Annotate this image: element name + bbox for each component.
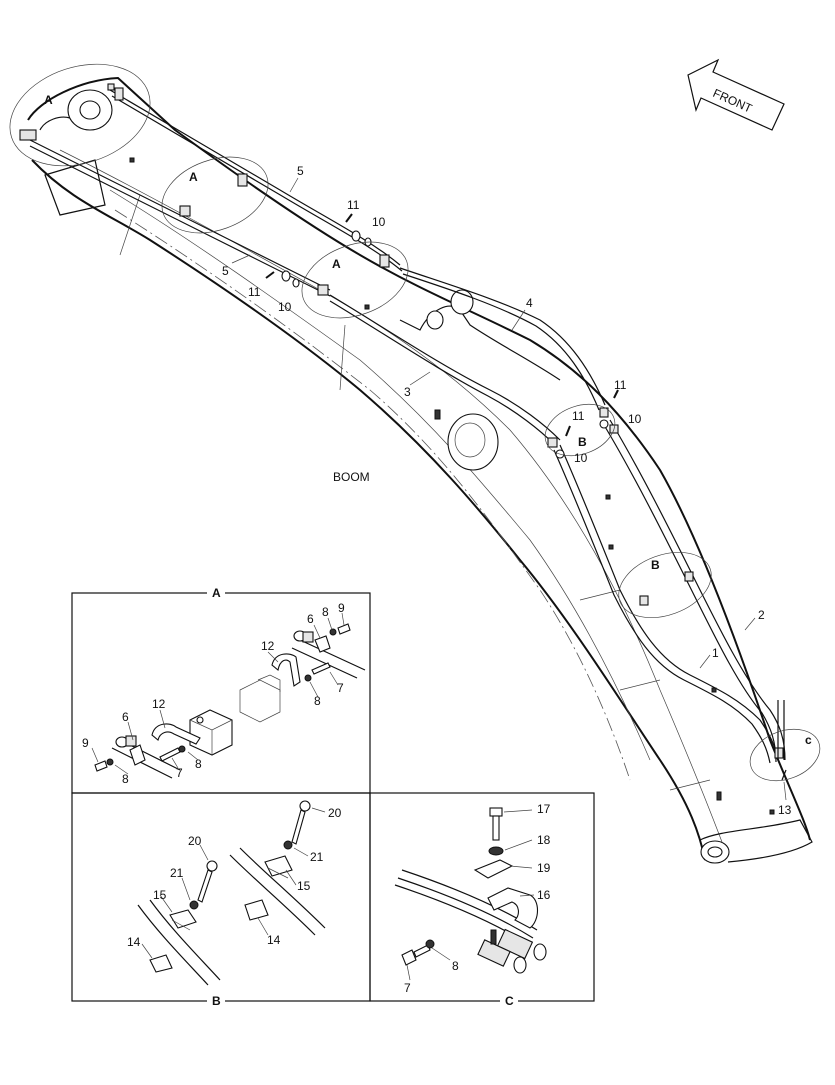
callout-10-c: 10 [628,412,642,426]
callout-5-upper: 5 [297,164,304,178]
ref-a-3: A [332,257,341,271]
detail-ref-ellipses [9,63,821,782]
detail-frames [71,585,595,1008]
c-label-7: 7 [404,981,411,995]
b-label-14: 14 [127,935,141,949]
detail-a-drawing [91,612,366,779]
callout-11-a: 11 [347,198,360,212]
a-label-9: 9 [82,736,89,750]
b-label-21b: 21 [310,850,324,864]
ref-a-2: A [189,170,198,184]
c-label-8: 8 [452,959,459,973]
a-label-8d: 8 [314,694,321,708]
callout-11-b: 11 [248,285,261,299]
c-label-17: 17 [537,802,551,816]
a-label-7b: 7 [337,681,344,695]
detail-b-labels: 20 21 15 14 20 21 15 14 [127,806,342,949]
a-label-7: 7 [176,766,183,780]
ref-a-1: A [44,93,53,107]
callout-5-lower: 5 [222,264,229,278]
detail-c-title: C [505,994,514,1008]
callout-4: 4 [526,296,533,310]
callout-3: 3 [404,385,411,399]
detail-b-drawing [137,800,326,986]
b-label-21: 21 [170,866,184,880]
callout-13: 13 [778,803,792,817]
detail-a-labels: 6 12 9 7 8 8 12 6 8 9 7 8 [82,601,345,786]
callout-10-b: 10 [278,300,292,314]
callout-2: 2 [758,608,765,622]
detail-c-labels: 17 18 19 16 8 7 [404,802,551,995]
c-label-18: 18 [537,833,551,847]
detail-a-title: A [212,586,221,600]
callout-11-c: 11 [614,378,627,392]
front-arrow: FRONT [687,58,785,131]
c-label-16: 16 [537,888,551,902]
boom-label: BOOM [333,470,370,484]
a-label-6: 6 [122,710,129,724]
detail-ref-letters: A A A B B c [44,93,812,747]
ref-c-1: c [805,733,812,747]
b-label-20: 20 [188,834,202,848]
b-label-15: 15 [153,888,167,902]
boom-body [27,76,813,864]
b-label-14b: 14 [267,933,281,947]
ref-b-2: B [651,558,660,572]
a-label-8: 8 [195,757,202,771]
boom-pipes [19,83,787,781]
callout-10-a: 10 [372,215,386,229]
callout-1: 1 [712,646,719,660]
c-label-19: 19 [537,861,551,875]
ref-b-1: B [578,435,587,449]
callout-leaders [231,177,787,801]
b-label-15b: 15 [297,879,311,893]
a-label-6b: 6 [307,612,314,626]
main-callouts: 1 2 3 4 5 5 10 10 10 10 11 11 11 11 13 B… [222,164,792,817]
detail-b-title: B [212,994,221,1008]
a-label-9b: 9 [338,601,345,615]
callout-10-d: 10 [574,451,588,465]
detail-c-drawing [394,807,547,981]
a-label-12b: 12 [261,639,275,653]
b-label-20b: 20 [328,806,342,820]
front-label: FRONT [711,86,755,116]
a-label-8c: 8 [322,605,329,619]
a-label-8b: 8 [122,772,129,786]
callout-11-d: 11 [572,409,585,423]
a-label-12: 12 [152,697,166,711]
